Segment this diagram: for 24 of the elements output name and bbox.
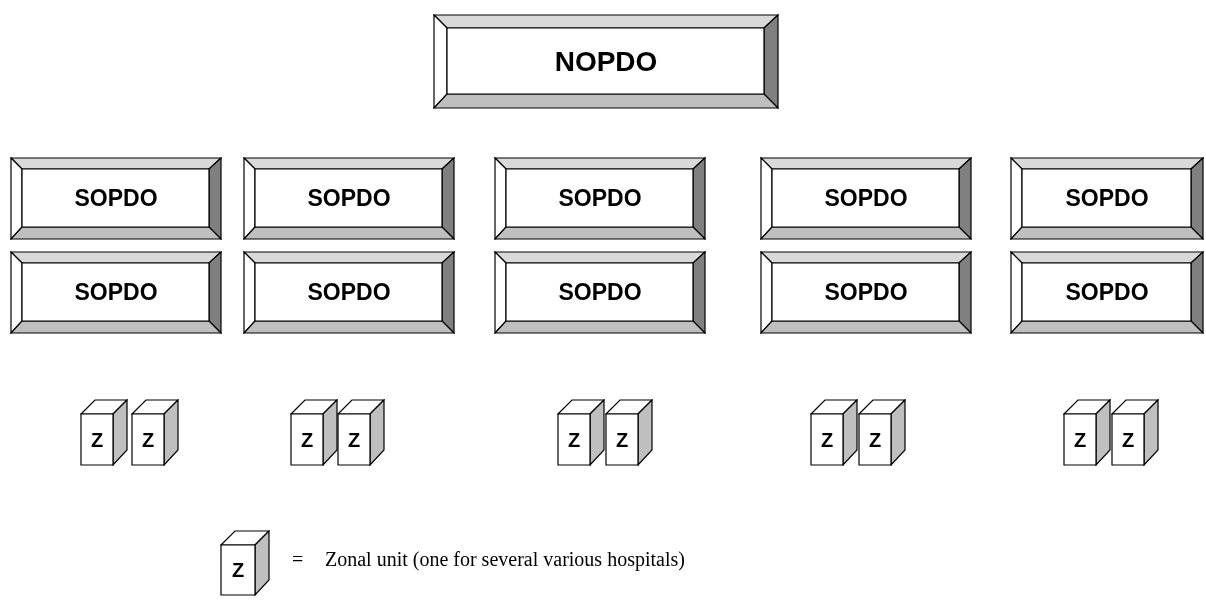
node-label: Z	[615, 428, 629, 452]
node-label: Z	[868, 428, 882, 452]
node-label: Z	[231, 559, 245, 582]
node-label: Z	[141, 428, 155, 452]
node-label: SOPDO	[1065, 279, 1149, 306]
node-label: SOPDO	[824, 279, 908, 306]
node-label: NOPDO	[554, 45, 658, 78]
node-label: Z	[347, 428, 361, 452]
node-label: SOPDO	[558, 279, 642, 306]
legend-text: Zonal unit (one for several various hospitals)	[325, 548, 685, 571]
node-label: SOPDO	[307, 279, 391, 306]
node-label: SOPDO	[824, 185, 908, 212]
node-label: Z	[567, 428, 581, 452]
node-label: SOPDO	[74, 185, 158, 212]
node-label: SOPDO	[74, 279, 158, 306]
node-label: Z	[820, 428, 834, 452]
node-label: Z	[1121, 428, 1135, 452]
node-label: SOPDO	[307, 185, 391, 212]
node-label: Z	[90, 428, 104, 452]
equals-sign: =	[292, 548, 304, 571]
node-label: SOPDO	[1065, 185, 1149, 212]
node-label: Z	[300, 428, 314, 452]
node-label: Z	[1073, 428, 1087, 452]
node-label: SOPDO	[558, 185, 642, 212]
